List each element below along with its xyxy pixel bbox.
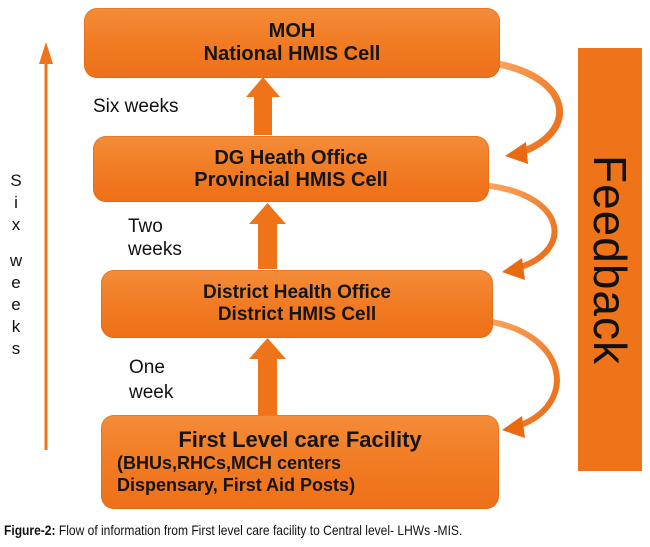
up-arrow-dg-to-moh — [246, 77, 280, 135]
figure-caption: Figure-2: Flow of information from First… — [4, 522, 462, 538]
dg-subtitle: Provincial HMIS Cell — [194, 169, 388, 191]
district-title: District Health Office — [203, 282, 391, 303]
feedback-curve-district-to-first — [489, 319, 560, 438]
interval-label-one-week: week — [129, 382, 174, 403]
side-letter: w — [9, 251, 23, 270]
moh-national-hmis-box: MOH National HMIS Cell — [84, 8, 500, 78]
feedback-bar: Feedback — [578, 48, 642, 471]
feedback-curve-dg-to-district — [487, 183, 558, 280]
first-level-care-box: First Level care Facility (BHUs,RHCs,MCH… — [101, 415, 499, 509]
feedback-label: Feedback — [584, 154, 636, 365]
first-level-facilities-line1: (BHUs,RHCs,MCH centers — [117, 453, 342, 473]
district-hmis-box: District Health Office District HMIS Cel… — [101, 270, 493, 338]
side-letter: e — [11, 273, 21, 292]
side-label-six-weeks: S i x w e e k s — [6, 170, 26, 360]
left-vertical-arrow — [39, 42, 53, 450]
first-level-facilities-line2: Dispensary, First Aid Posts) — [117, 475, 356, 495]
side-letter: s — [11, 339, 21, 358]
first-level-title: First Level care Facility — [178, 427, 422, 452]
side-letter-gap — [6, 236, 26, 250]
district-subtitle: District HMIS Cell — [217, 304, 377, 325]
up-arrow-first-to-district — [249, 338, 286, 415]
interval-label-one: One — [129, 357, 165, 378]
up-arrow-district-to-dg — [249, 203, 286, 269]
figure-caption-prefix: Figure-2: — [4, 522, 56, 538]
side-letter: x — [11, 215, 21, 234]
interval-label-six-weeks: Six weeks — [93, 96, 179, 117]
side-letter: S — [10, 171, 22, 190]
side-letter: k — [11, 317, 21, 336]
side-letter: i — [14, 193, 18, 212]
interval-label-two: Two — [128, 216, 163, 237]
side-letter: e — [11, 295, 21, 314]
dg-title: DG Heath Office — [214, 147, 368, 169]
feedback-curve-moh-to-dg — [494, 60, 564, 164]
dg-provincial-hmis-box: DG Heath Office Provincial HMIS Cell — [93, 136, 489, 202]
interval-label-two-weeks: weeks — [128, 239, 182, 260]
moh-subtitle: National HMIS Cell — [203, 43, 381, 65]
moh-title: MOH — [268, 20, 316, 42]
figure-caption-text: Flow of information from First level car… — [55, 522, 463, 538]
